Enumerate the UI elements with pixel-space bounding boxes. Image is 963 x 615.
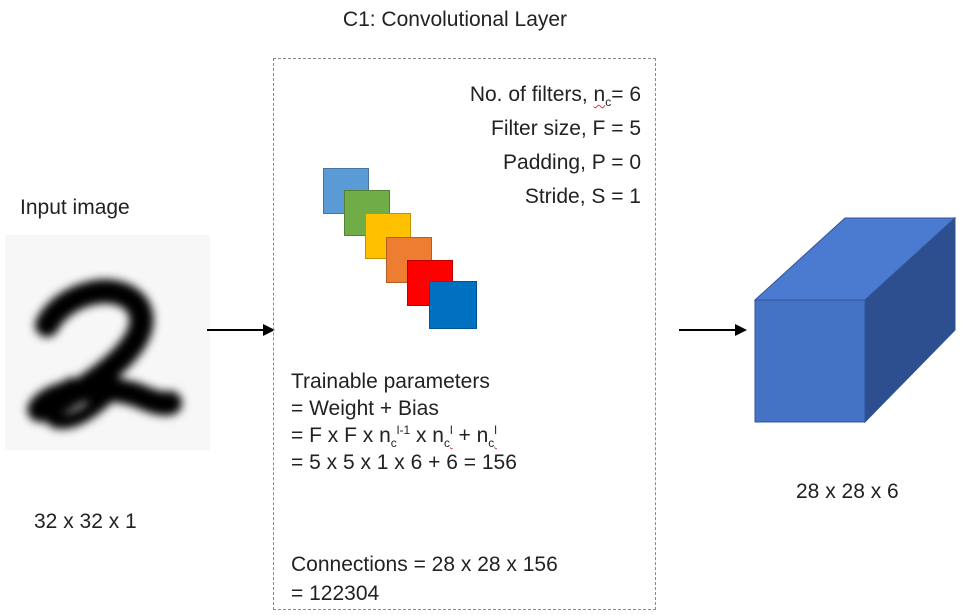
trainable-result: = 5 x 5 x 1 x 6 + 6 = 156	[291, 451, 517, 474]
input-dimensions: 32 x 32 x 1	[34, 510, 137, 533]
arrow-right-icon	[207, 324, 275, 336]
filter-stack	[323, 168, 483, 333]
hyperparameters: No. of filters, nc= 6 Filter size, F = 5…	[470, 78, 641, 214]
trainable-parameters: Trainable parameters = Weight + Bias = F…	[291, 368, 517, 476]
filter-size-line: Filter size, F = 5	[491, 117, 641, 140]
filter-square	[429, 281, 477, 329]
stride-line: Stride, S = 1	[524, 185, 641, 208]
conv-layer-box	[273, 58, 656, 610]
cube-front-face	[754, 299, 866, 423]
trainable-formula: = F x F x ncl-1 x ncl + ncl	[291, 423, 497, 451]
output-dimensions: 28 x 28 x 6	[796, 480, 899, 503]
trainable-heading: Trainable parameters	[291, 370, 490, 393]
output-volume-cube	[753, 216, 957, 424]
padding-line: Padding, P = 0	[503, 151, 641, 174]
connections: Connections = 28 x 28 x 156 = 122304	[291, 548, 558, 606]
layer-title: C1: Convolutional Layer	[342, 8, 568, 31]
connections-line-1: Connections = 28 x 28 x 156	[291, 553, 558, 576]
arrow-right-icon	[679, 324, 747, 336]
input-image-title: Input image	[20, 196, 130, 219]
connections-line-2: = 122304	[291, 582, 380, 605]
trainable-line-1: = Weight + Bias	[291, 397, 439, 420]
input-digit-image	[5, 235, 210, 450]
num-filters-line: No. of filters, nc= 6	[469, 83, 641, 110]
